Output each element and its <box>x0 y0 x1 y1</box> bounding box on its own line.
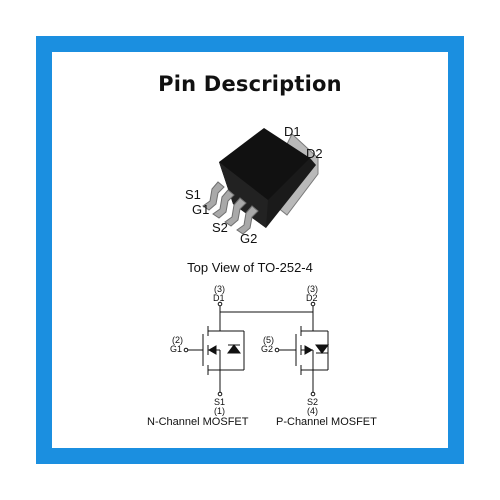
n-drain-label: D1 <box>213 293 225 303</box>
n-source-pin-number: (1) <box>214 406 225 416</box>
pin-label-d2: D2 <box>306 146 323 161</box>
p-source-label: S2 <box>307 397 319 407</box>
blue-frame <box>36 36 464 464</box>
p-source-pin-number: (4) <box>307 406 318 416</box>
to252-package <box>202 128 319 235</box>
pin-label-g1: G1 <box>192 202 210 217</box>
n-gate-pin-number: (2) <box>172 335 183 345</box>
pin-label-s2: S2 <box>212 220 228 235</box>
n-gate-label: G1 <box>170 344 183 354</box>
p-drain-pin-number: (3) <box>307 284 318 294</box>
package-leads <box>202 181 259 235</box>
p-channel-mosfet-symbol <box>274 301 329 397</box>
pin-label-d1: D1 <box>284 124 301 139</box>
n-drain-pin-number: (3) <box>214 284 225 294</box>
p-gate-pin-number: (5) <box>263 335 274 345</box>
n-channel-caption: N-Channel MOSFET <box>147 416 249 428</box>
p-drain-label: D2 <box>306 293 318 303</box>
n-channel-mosfet-symbol <box>183 301 245 397</box>
pin-label-s1: S1 <box>185 187 201 202</box>
p-channel-caption: P-Channel MOSFET <box>276 416 377 428</box>
pin-label-g2: G2 <box>240 231 258 246</box>
page-title: Pin Description <box>158 72 342 96</box>
package-view-label: Top View of TO-252-4 <box>187 260 313 275</box>
p-gate-label: G2 <box>261 344 274 354</box>
n-source-label: S1 <box>214 397 226 407</box>
